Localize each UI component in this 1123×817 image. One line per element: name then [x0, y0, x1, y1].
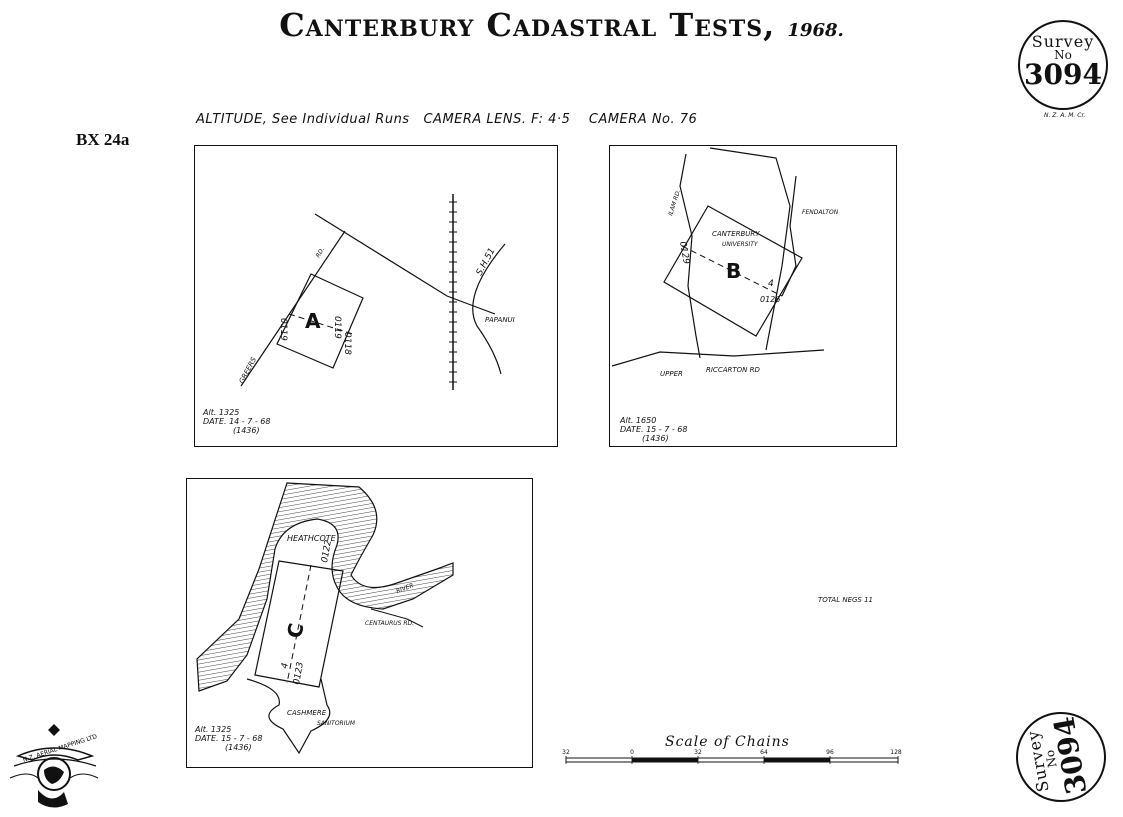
run-c-photo-top: 0122 [320, 539, 334, 564]
run-c-label: C [282, 621, 308, 640]
state-highway-line [472, 243, 506, 375]
greers-road-label: GREERS [238, 356, 259, 385]
ilam-road-line [679, 153, 701, 359]
run-a-photo-left: 0119 [278, 318, 288, 341]
run-b-code: (1436) [642, 434, 669, 443]
map-title-year: 1968. [787, 20, 844, 41]
run-b-photo-right-bottom: 0126 [760, 295, 780, 304]
canterbury-label: CANTERBURY [712, 230, 760, 238]
stamp-no-label: No [1054, 48, 1072, 62]
upper-road-label: UPPER [660, 370, 683, 378]
run-a-photo-right-bottom: 0118 [342, 332, 352, 355]
run-b-alt: Alt. 1650 [620, 416, 657, 425]
run-c-alt: Alt. 1325 [195, 725, 232, 734]
run-c-flight-line [286, 564, 312, 684]
run-b-meta: Alt. 1650 DATE. 15 - 7 - 68 (1436) [620, 416, 687, 443]
scale-tick: 64 [760, 749, 768, 756]
ilam-road-label: ILAM RD. [667, 189, 682, 217]
run-a-flight-line [288, 313, 354, 335]
run-a-alt: Alt. 1325 [203, 408, 240, 417]
river-line [709, 147, 791, 351]
heathcote-river-area [196, 482, 454, 692]
scale-tick: 0 [630, 749, 634, 756]
run-b-footprint [663, 205, 803, 337]
university-label: UNIVERSITY [722, 241, 759, 248]
run-a-date: DATE. 14 - 7 - 68 [203, 417, 271, 426]
riccarton-road-label: RICCARTON RD [706, 366, 760, 374]
sheet-id: BX 24a [76, 130, 130, 149]
nzam-caption: N. Z. A. M. Cr. [1044, 112, 1086, 119]
scale-tick: 32 [562, 749, 570, 756]
run-c-photo-left-bottom: 0123 [292, 661, 306, 686]
run-a-meta: Alt. 1325 DATE. 14 - 7 - 68 (1436) [203, 408, 270, 435]
heathcote-label: HEATHCOTE [287, 534, 337, 543]
rd-label: RD. [315, 246, 326, 259]
stamp-number: 3094 [1024, 58, 1102, 91]
run-b-flight-line [681, 245, 783, 297]
greers-road-line [240, 230, 346, 387]
company-logo: N.Z. AERIAL MAPPING LTD [9, 724, 98, 808]
riccarton-road-line [611, 349, 825, 367]
panel-run-a: A 0119 0119 0118 GREERS RD. S.H.51 PAPAN… [194, 145, 558, 447]
fendalton-label: FENDALTON [802, 209, 839, 216]
panel-run-c: C 0122 4 0123 HEATHCOTE RIVER CENTAURUS … [186, 478, 533, 768]
run-a-footprint [276, 273, 364, 369]
run-c-code: (1436) [225, 743, 252, 752]
flight-info-line: ALTITUDE, See Individual Runs CAMERA LEN… [196, 112, 698, 127]
papanui-road-line [314, 213, 496, 315]
scale-tick: 32 [694, 749, 702, 756]
run-a-photo-right-top: 0119 [332, 316, 342, 339]
survey-stamp-bottom: Survey No 3094 [1008, 704, 1114, 810]
cashmere-label: CASHMERE [287, 709, 327, 717]
sanitorium-label: SANITORIUM [317, 720, 356, 727]
total-negs-note: TOTAL NEGS 11 [818, 596, 873, 604]
panel-run-b: B 0129 4 0126 ILAM RD. FENDALTON CANTERB… [609, 145, 897, 447]
papanui-label: PAPANUI [485, 316, 515, 324]
map-title: Canterbury Cadastral Tests, 1968. [0, 6, 1123, 44]
fendalton-road-line [781, 175, 797, 297]
run-c-footprint [254, 560, 344, 688]
cashmere-hills-line [246, 678, 331, 755]
state-highway-label: S.H.51 [475, 247, 498, 278]
railway-ties [449, 201, 457, 383]
centaurus-road-label: CENTAURUS RD. [365, 620, 414, 627]
stamp-survey-label: Survey [1031, 32, 1095, 51]
run-b-photo-left: 0129 [677, 241, 691, 266]
map-title-main: Canterbury Cadastral Tests, [279, 6, 776, 44]
scale-title: Scale of Chains [665, 734, 790, 750]
scale-tick: 96 [826, 749, 834, 756]
scale-bar [565, 756, 899, 764]
run-b-date: DATE. 15 - 7 - 68 [620, 425, 688, 434]
run-a-label: A [305, 309, 321, 333]
run-c-meta: Alt. 1325 DATE. 15 - 7 - 68 (1436) [195, 725, 262, 752]
run-b-label: B [726, 259, 741, 283]
centaurus-road-line [370, 608, 424, 628]
run-c-photo-left-top: 4 [280, 662, 291, 670]
survey-stamp-top: Survey No 3094 [1018, 20, 1108, 110]
run-c-date: DATE. 15 - 7 - 68 [195, 734, 263, 743]
scale-tick: 128 [890, 749, 902, 756]
run-b-photo-right-top: 4 [768, 279, 774, 289]
run-a-code: (1436) [233, 426, 260, 435]
